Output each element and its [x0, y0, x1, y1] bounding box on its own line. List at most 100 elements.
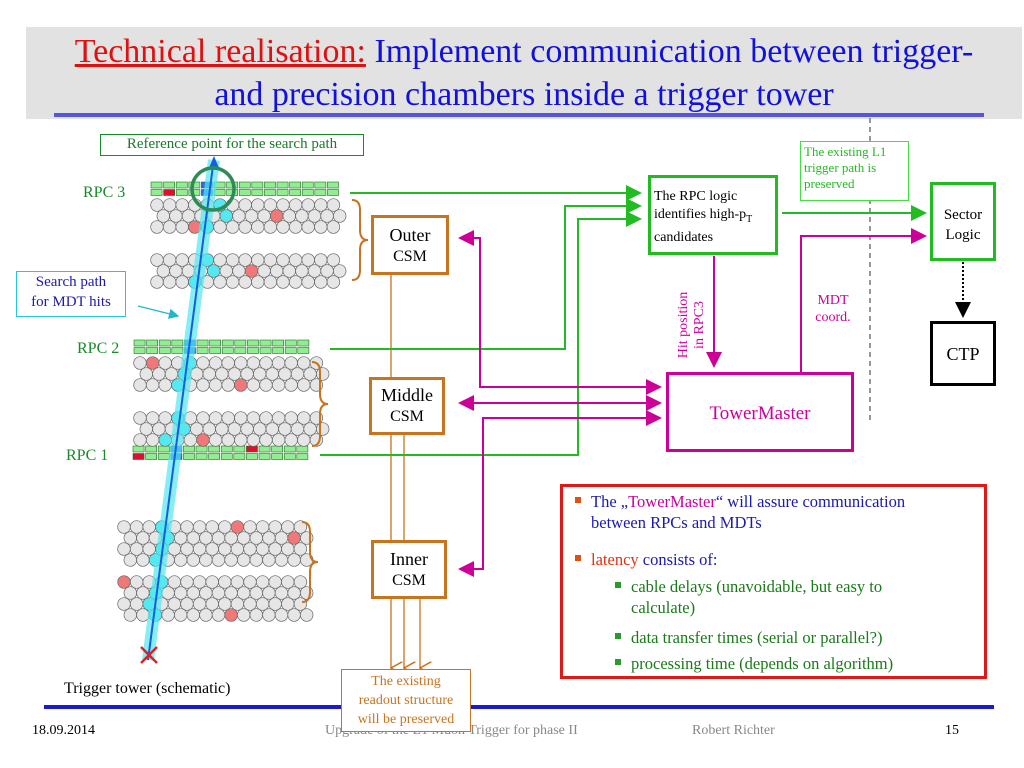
bullet1-post: “ will assure communication [715, 492, 906, 511]
mdt-tube [270, 209, 284, 223]
mdt-tube [290, 367, 305, 381]
rpc-strip-cell [289, 189, 302, 196]
title-underline [54, 113, 984, 117]
mdt-tube [232, 209, 246, 223]
rpc2-label: RPC 2 [77, 340, 120, 357]
mdt-tube [281, 597, 295, 611]
mdt-tube [230, 597, 245, 611]
mdt-tube [251, 253, 265, 267]
mdt-tube [123, 586, 137, 600]
rpc-logic-line2: identifies high-p [654, 207, 747, 222]
mdt-tube [281, 542, 295, 556]
mdt-tube [142, 520, 156, 534]
rpc-strip-cell [221, 347, 234, 354]
mdt-tube [244, 209, 259, 223]
mdt-tube [297, 433, 311, 447]
mdt-tube [268, 575, 282, 589]
mdt-tube [249, 553, 263, 567]
mdt-tube [218, 597, 232, 611]
mdt-tube [174, 608, 188, 622]
mdt-tube [246, 433, 261, 447]
mdt-tube [255, 597, 270, 611]
mdt-tube [262, 608, 276, 622]
slide-title-line1: Technical realisation: Implement communi… [26, 32, 1022, 72]
rpc1-label: RPC 1 [66, 447, 109, 464]
mdt-tube [240, 367, 254, 381]
mdt-tube [293, 542, 308, 556]
mdt-tube [169, 209, 183, 223]
mdt-tube [225, 253, 240, 267]
mdt-tube [255, 575, 270, 589]
rpc-strip-cell [284, 339, 297, 347]
rpc-strip-cell [209, 339, 222, 347]
rpc-strip-cell [234, 339, 247, 347]
mdt-tube [218, 520, 232, 534]
mdt-tube [333, 209, 347, 223]
readout-note-line1: The existing [371, 674, 441, 689]
mdt-tube [243, 542, 257, 556]
mdt-tube [297, 411, 311, 425]
mdt-tube [208, 356, 223, 370]
mdt-tube [238, 275, 252, 289]
l1-note-line2: trigger path is [804, 160, 877, 175]
rpc-strip-cell [271, 453, 284, 460]
mdt-tube [175, 275, 189, 289]
mdt-tube [213, 253, 227, 267]
rpc-strip-cell [234, 347, 247, 354]
mdt-tube [282, 209, 296, 223]
hit-position-line2: in RPC3 [692, 301, 707, 349]
rpc-strip-cell [133, 339, 146, 347]
rpc-strip-cell [132, 445, 145, 453]
mdt-tube [164, 367, 179, 381]
mdt-tube [274, 608, 289, 622]
sub-bullet-3-text: processing time (depends on algorithm) [631, 654, 894, 673]
mdt-tube [133, 356, 147, 370]
outer-csm-sublabel: CSM [393, 248, 427, 265]
mdt-tube [152, 422, 166, 436]
rpc-strip-cell [314, 189, 327, 196]
mdt-tube [303, 367, 317, 381]
bullet2-rest: consists of: [638, 550, 718, 569]
rpc-strip-cell [146, 339, 159, 347]
mdt-tube [297, 378, 311, 392]
mdt-tube [174, 586, 188, 600]
mdt-tube [290, 422, 305, 436]
brace-outer [351, 199, 369, 281]
rpc-strip-cell [301, 181, 314, 189]
mdt-tube [175, 198, 189, 212]
rpc-strip-cell [145, 445, 158, 453]
mdt-tube [262, 586, 276, 600]
mdt-tube [251, 275, 265, 289]
rpc-strip-cell [296, 445, 309, 453]
mdt-tube [186, 586, 200, 600]
mdt-tube [316, 422, 330, 436]
rpc-strip-cell [221, 339, 234, 347]
mdt-tube [175, 253, 189, 267]
mdt-tube [139, 422, 153, 436]
reference-point-label: Reference point for the search path [100, 134, 364, 156]
mdt-tube [117, 575, 131, 589]
title-prefix: Technical realisation: [74, 33, 366, 70]
middle-csm-label: Middle [381, 385, 433, 405]
mdt-tube [271, 356, 286, 370]
rpc-strip-cell [175, 181, 188, 189]
mdt-tube [215, 367, 229, 381]
rpc-strip-cell [258, 445, 271, 453]
mdt-tube [136, 553, 150, 567]
mdt-tube [205, 542, 219, 556]
mdt-tube [123, 531, 137, 545]
rpc-strip-cell [209, 347, 222, 354]
mdt-tube [244, 264, 259, 278]
mdt-tube [238, 220, 252, 234]
bullet-item-2: latency consists of: [575, 549, 717, 570]
mdt-tube [288, 275, 303, 289]
l1-note-line3: preserved [804, 176, 855, 191]
mdt-tube [224, 553, 238, 567]
track-arrowhead [209, 156, 219, 168]
search-path-label: Search path for MDT hits [16, 271, 126, 317]
footer-author: Robert Richter [692, 723, 775, 738]
mdt-tube [208, 378, 223, 392]
mdt-tube [237, 531, 251, 545]
mdt-tube [180, 542, 194, 556]
mdt-tube [167, 542, 182, 556]
